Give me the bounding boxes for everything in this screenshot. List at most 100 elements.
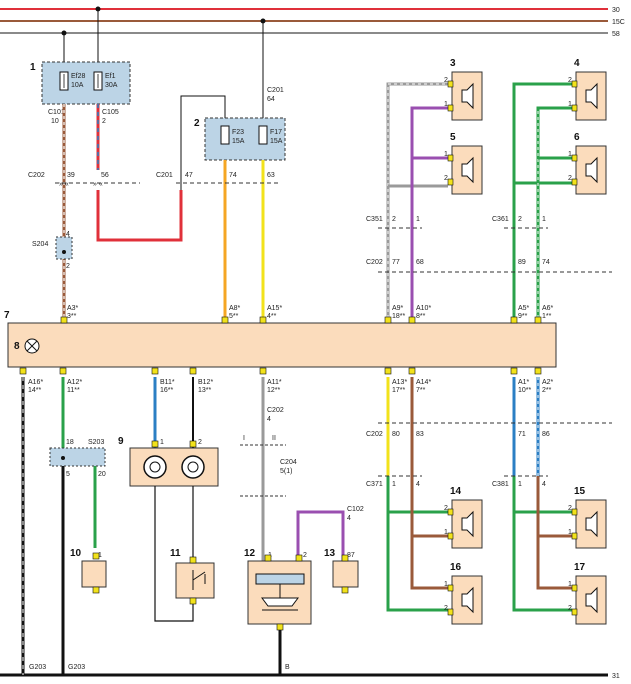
speaker-pin: 2 bbox=[568, 505, 572, 512]
fuse-ef28-rating: 10A bbox=[71, 82, 84, 89]
speaker-number: 6 bbox=[574, 132, 580, 143]
pin-terminal bbox=[92, 552, 100, 560]
svg-text:» «: » « bbox=[59, 181, 69, 188]
component-10-pin: 1 bbox=[98, 552, 102, 559]
pin-terminal bbox=[60, 316, 68, 324]
wire-purple-horn bbox=[296, 510, 345, 561]
pin-a16-alt: 14** bbox=[28, 387, 42, 394]
c202-aux-label: C202 bbox=[267, 407, 284, 414]
speaker-4: 421 bbox=[568, 58, 607, 121]
wire-red-feed bbox=[180, 95, 226, 190]
component-9-pin-2: 2 bbox=[198, 439, 202, 446]
speaker-icon bbox=[585, 510, 598, 538]
pin-a8: A8* bbox=[229, 305, 241, 312]
pin-a10: A10* bbox=[416, 305, 431, 312]
g203a-label: G203 bbox=[29, 664, 46, 671]
speaker-number: 15 bbox=[574, 486, 586, 497]
speaker-terminal bbox=[571, 584, 578, 592]
speaker-terminal bbox=[571, 80, 578, 88]
c371-label: C371 bbox=[366, 481, 383, 488]
wire-brown-lower bbox=[410, 377, 448, 590]
pin-a9: A9* bbox=[392, 305, 404, 312]
c351-label: C351 bbox=[366, 216, 383, 223]
pin-terminal bbox=[534, 367, 542, 375]
component-10 bbox=[81, 560, 107, 588]
rail-58-label: 58 bbox=[612, 31, 620, 38]
component-13 bbox=[332, 560, 359, 588]
pin-terminal bbox=[59, 367, 67, 375]
wire-red bbox=[96, 190, 183, 242]
speaker-terminal bbox=[571, 104, 578, 112]
c202-lower-pin-83: 83 bbox=[416, 431, 424, 438]
speaker-terminal bbox=[447, 104, 454, 112]
speaker-pin: 1 bbox=[568, 151, 572, 158]
roman-i: I bbox=[243, 435, 245, 442]
s204-label: S204 bbox=[32, 241, 48, 248]
rail-31-label: 31 bbox=[612, 673, 620, 680]
pin-b12-alt: 13** bbox=[198, 387, 212, 394]
s203-pin-5: 5 bbox=[66, 471, 70, 478]
lamp-icon bbox=[24, 338, 40, 354]
pin-a2-alt: 2** bbox=[542, 387, 552, 394]
speaker-terminal bbox=[571, 608, 578, 616]
speaker-icon bbox=[461, 510, 474, 538]
roman-ii: II bbox=[272, 435, 276, 442]
c361-pin-1: 1 bbox=[542, 216, 546, 223]
c204-pin: 5(1) bbox=[280, 468, 292, 475]
svg-text:» «: » « bbox=[93, 181, 103, 188]
bulb-icon bbox=[143, 455, 167, 479]
c202-left-pin-39: 39 bbox=[67, 172, 75, 179]
speaker-terminal bbox=[447, 584, 454, 592]
c361-pin-2: 2 bbox=[518, 216, 522, 223]
c201-mid-label: C201 bbox=[156, 172, 173, 179]
speaker-pin: 2 bbox=[568, 77, 572, 84]
pin-terminal bbox=[408, 316, 416, 324]
pin-terminal bbox=[259, 316, 267, 324]
pin-a2: A2* bbox=[542, 379, 554, 386]
fuse-f23 bbox=[220, 125, 230, 145]
fuse-f17-rating: 15A bbox=[270, 138, 283, 145]
speaker-pin: 2 bbox=[444, 505, 448, 512]
pin-terminal bbox=[295, 554, 303, 562]
c101-label: C101 bbox=[48, 109, 65, 116]
speaker-pin: 1 bbox=[568, 581, 572, 588]
pin-terminal bbox=[259, 367, 267, 375]
module-7-number: 7 bbox=[4, 310, 10, 321]
pin-terminal bbox=[189, 597, 197, 605]
c102-label: C102 bbox=[347, 506, 364, 513]
speaker-icon bbox=[461, 586, 474, 614]
speaker-number: 3 bbox=[450, 58, 456, 69]
speaker-pin: 2 bbox=[568, 605, 572, 612]
pin-a9-alt: 18** bbox=[392, 313, 406, 320]
c202-aux-pin: 4 bbox=[267, 416, 271, 423]
lamp-8-number: 8 bbox=[14, 341, 20, 352]
c202-left-pin-56: 56 bbox=[101, 172, 109, 179]
c202-right-pin-77: 77 bbox=[392, 259, 400, 266]
component-9 bbox=[129, 447, 219, 487]
fuse-ef28-name: Ef28 bbox=[71, 73, 86, 80]
component-13-number: 13 bbox=[324, 548, 336, 559]
component-10-number: 10 bbox=[70, 548, 82, 559]
pin-terminal bbox=[534, 316, 542, 324]
pin-a16: A16* bbox=[28, 379, 43, 386]
speaker-icon bbox=[585, 156, 598, 184]
wire-green-lower-right bbox=[386, 476, 448, 612]
c105-label: C105 bbox=[102, 109, 119, 116]
s204-pin-4: 4 bbox=[66, 231, 70, 238]
rail-30-label: 30 bbox=[612, 7, 620, 14]
pin-a14-alt: 7** bbox=[416, 387, 426, 394]
pin-a5: A5* bbox=[518, 305, 530, 312]
speaker-pin: 2 bbox=[444, 175, 448, 182]
pin-terminal bbox=[276, 623, 284, 631]
fuse-box-2 bbox=[204, 117, 286, 161]
pin-a3-alt: 3** bbox=[67, 313, 77, 320]
speaker-icon bbox=[461, 156, 474, 184]
pin-terminal bbox=[264, 554, 272, 562]
speaker-terminal bbox=[447, 154, 454, 162]
c202-lower-pin-80: 80 bbox=[392, 431, 400, 438]
pin-terminal bbox=[189, 440, 197, 448]
speaker-pin: 2 bbox=[568, 175, 572, 182]
